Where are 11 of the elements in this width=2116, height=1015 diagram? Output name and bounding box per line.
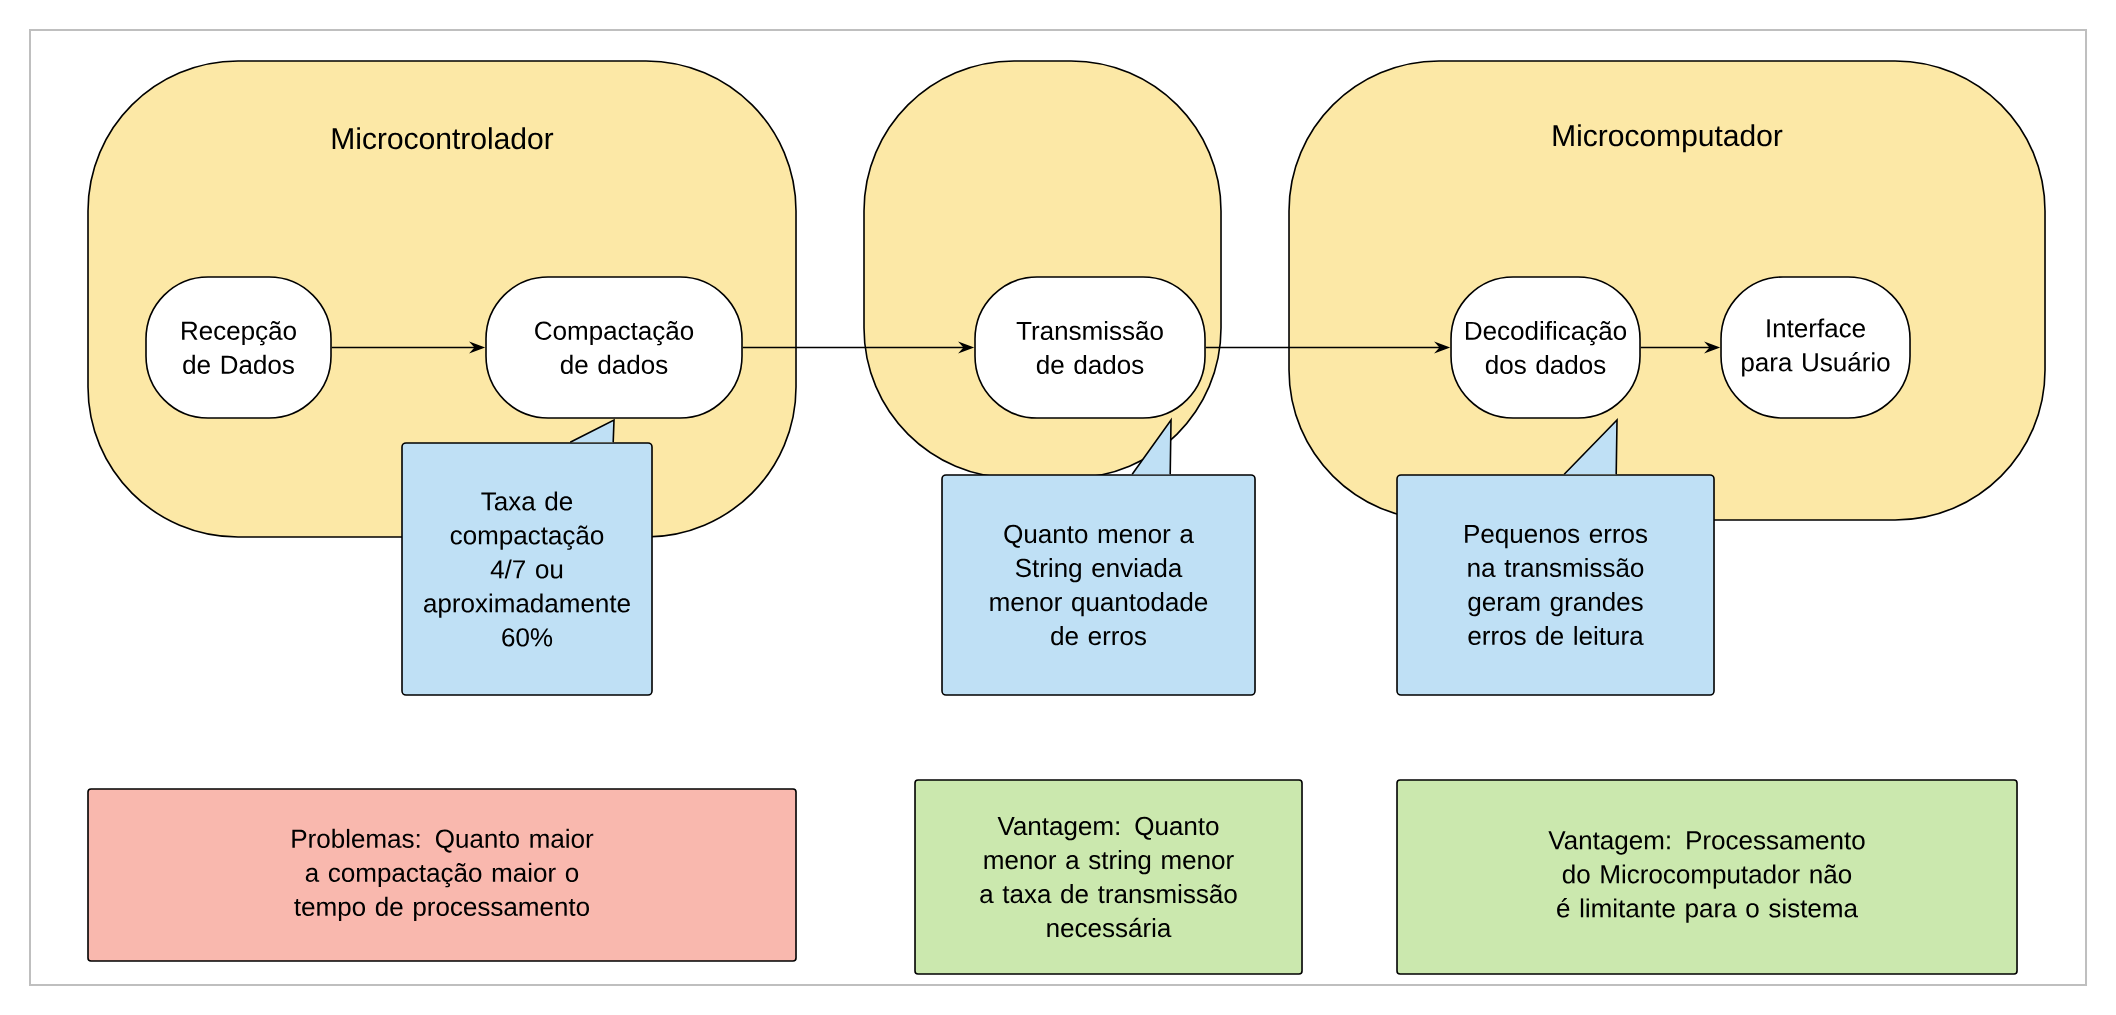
process-step: Recepção de Dados <box>145 276 332 419</box>
process-step: Transmissão de dados <box>974 276 1206 419</box>
process-step: Decodificação dos dados <box>1450 276 1641 419</box>
advantage-box: Vantagem: Quanto menor a string menor a taxa de transmissão necessária <box>914 779 1303 975</box>
process-step: Interface para Usuário <box>1720 276 1911 419</box>
process-step: Compactação de dados <box>485 276 743 419</box>
problem-box: Problemas: Quanto maior a compactação maior o tempo de processamento <box>87 788 797 962</box>
callout-bubble: Pequenos erros na transmissão geram grandes erros de leitura <box>1396 418 1715 696</box>
callout-bubble: Taxa de compactação 4/7 ou aproximadamente 60% <box>401 418 653 696</box>
callout-bubble: Quanto menor a String enviada menor quantodade de erros <box>941 417 1256 696</box>
advantage-box: Vantagem: Processamento do Microcomputador não é limitante para o sistema <box>1396 779 2018 975</box>
